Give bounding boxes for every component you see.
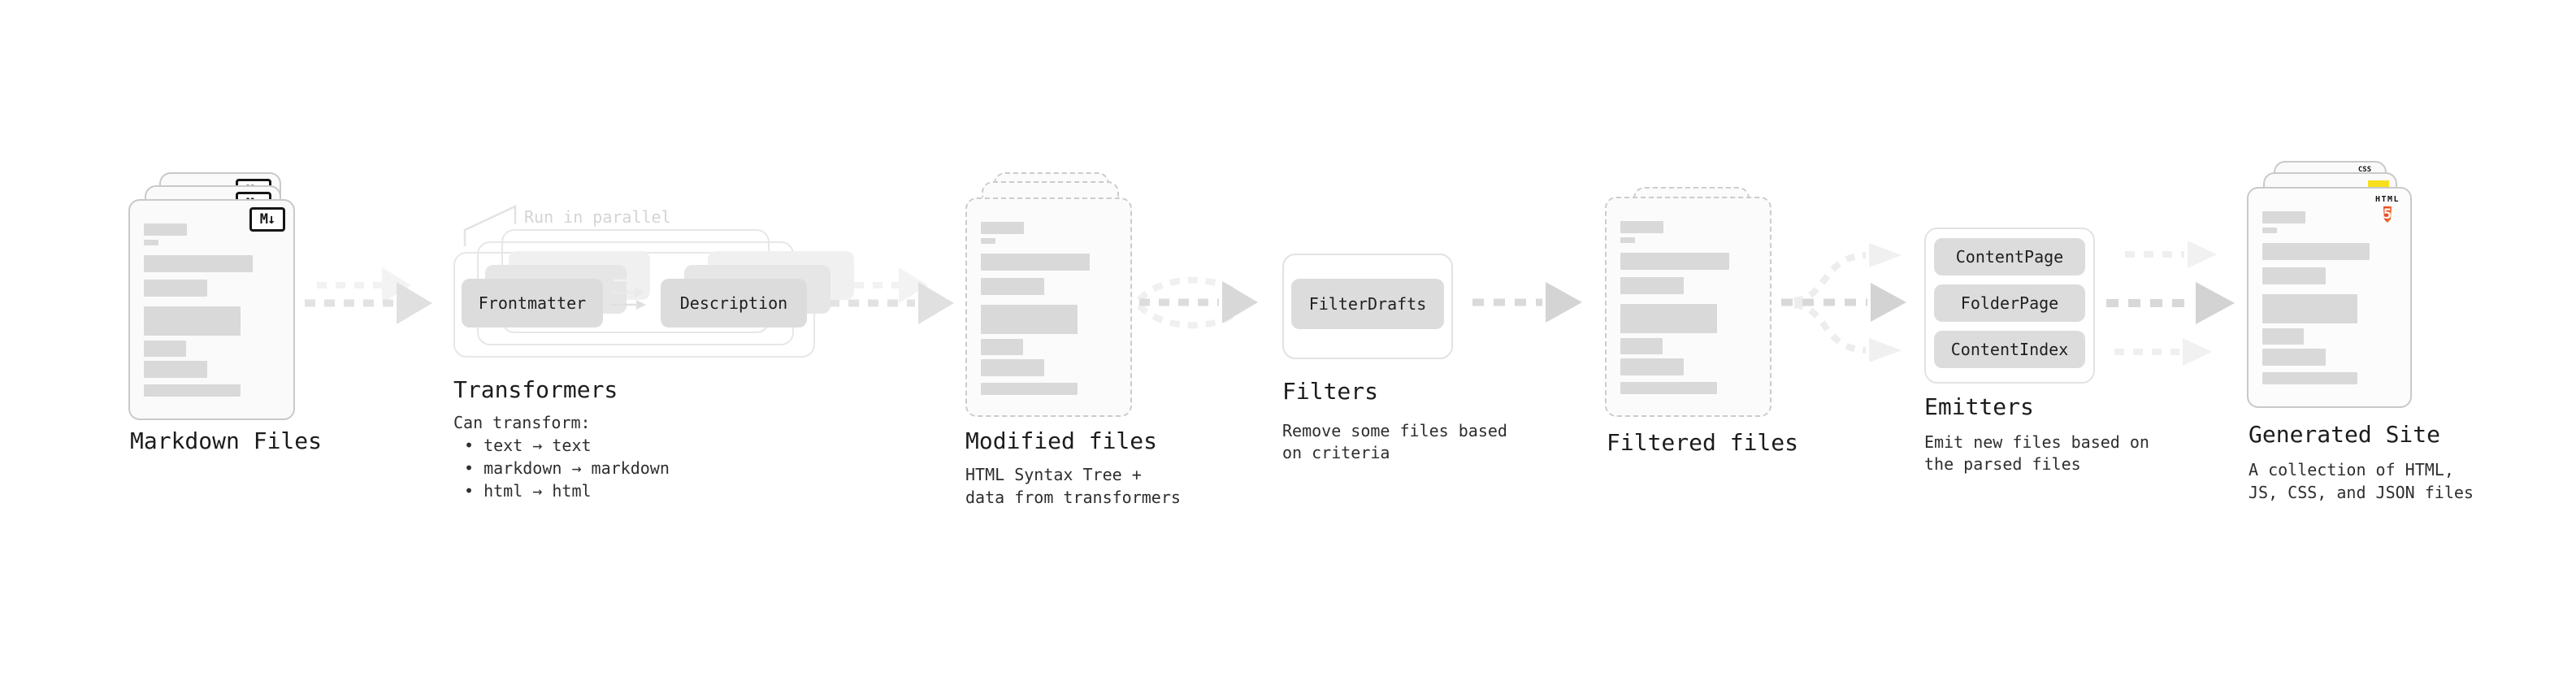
transform-bullet: • html → html	[464, 481, 592, 501]
filterdrafts-box: FilterDrafts	[1291, 279, 1444, 329]
content-bar	[981, 383, 1078, 395]
transform-bullet: • text → text	[464, 436, 592, 455]
content-bar	[1620, 338, 1663, 354]
contentpage-box: ContentPage	[1934, 238, 2085, 275]
content-bar	[2262, 211, 2305, 223]
generated-file-card-html: HTML 5	[2247, 187, 2412, 408]
content-bar	[2262, 267, 2326, 284]
desc-line: data from transformers	[965, 488, 1181, 507]
content-bar	[2262, 372, 2358, 384]
folderpage-box: FolderPage	[1934, 284, 2085, 322]
content-bar	[1620, 253, 1729, 270]
content-bar	[144, 340, 186, 357]
stage-filters: FilterDrafts Filters Remove some files b…	[1282, 254, 1534, 473]
desc-line: Emit new files based on	[1924, 432, 2149, 452]
stage-filtered-files: Filtered files	[1605, 187, 1816, 463]
file-content-placeholder	[1620, 221, 1756, 394]
arrow-filters-to-filtered	[1472, 282, 1582, 323]
markdown-file-card-front: M↓	[128, 199, 295, 420]
stage-emitters: ContentPage FolderPage ContentIndex Emit…	[1924, 228, 2168, 479]
stage-markdown-files: M↓ M↓ M↓ Markdown Files	[128, 161, 332, 486]
desc-line: HTML Syntax Tree +	[965, 465, 1142, 484]
frontmatter-box: Frontmatter	[462, 279, 603, 327]
stage-modified-files: Modified files HTML Syntax Tree + data f…	[965, 161, 1201, 518]
css-icon-label: CSS	[2357, 166, 2372, 174]
content-bar	[2262, 228, 2278, 233]
arrow-modified-to-filters	[1137, 276, 1258, 329]
stage-title-emitters: Emitters	[1924, 393, 2034, 420]
filtered-file-card-front	[1605, 197, 1772, 417]
stage-title-filtered-files: Filtered files	[1607, 429, 1799, 456]
content-bar	[1620, 382, 1717, 394]
transform-bullet: • markdown → markdown	[464, 458, 670, 478]
content-bar	[1620, 304, 1717, 333]
stage-generated-site: CSS HTML 5 Generated Site A collection o…	[2247, 161, 2491, 518]
content-bar	[144, 255, 253, 272]
html5-icon-shield: 5	[2383, 206, 2392, 223]
content-bar	[2262, 328, 2305, 345]
run-in-parallel-annotation: Run in parallel	[524, 207, 671, 227]
desc-line: A collection of HTML,	[2249, 460, 2454, 479]
stage-title-generated-site: Generated Site	[2249, 421, 2441, 448]
description-box: Description	[661, 279, 807, 327]
content-bar	[144, 240, 159, 245]
desc-line: JS, CSS, and JSON files	[2249, 483, 2474, 502]
content-bar	[981, 359, 1045, 376]
stage-title-modified-files: Modified files	[965, 427, 1158, 454]
contentindex-box: ContentIndex	[1934, 331, 2085, 368]
emitters-desc: Emit new files based on the parsed files	[1924, 432, 2149, 475]
html5-icon: HTML 5	[2373, 195, 2402, 226]
content-bar	[1620, 237, 1636, 243]
desc-line: Remove some files based	[1282, 421, 1507, 440]
content-bar	[144, 306, 241, 336]
generated-site-desc: A collection of HTML, JS, CSS, and JSON …	[2249, 458, 2474, 504]
content-bar	[1620, 221, 1664, 233]
file-content-placeholder	[981, 222, 1117, 395]
content-bar	[144, 361, 208, 378]
content-bar	[144, 223, 188, 236]
content-bar	[981, 222, 1025, 234]
content-bar	[981, 254, 1090, 271]
content-bar	[2262, 294, 2358, 323]
content-bar	[2262, 243, 2370, 260]
modified-files-desc: HTML Syntax Tree + data from transformer…	[965, 463, 1181, 509]
run-in-parallel-leader	[463, 205, 517, 246]
content-bar	[981, 339, 1023, 355]
stage-transformers: Run in parallel Frontmatter Description …	[443, 195, 854, 520]
stage-title-transformers: Transformers	[453, 376, 618, 403]
content-bar	[1620, 277, 1685, 294]
parallel-arrows-icon	[610, 275, 646, 310]
stage-title-markdown-files: Markdown Files	[130, 427, 323, 454]
transformers-bullets: • text → text • markdown → markdown • ht…	[464, 434, 670, 502]
markdown-icon: M↓	[249, 207, 285, 232]
arrow-markdown-to-transformers	[305, 267, 432, 324]
arrow-emitters-to-generated	[2106, 241, 2235, 366]
content-bar	[2262, 349, 2326, 366]
desc-line: on criteria	[1282, 443, 1390, 462]
modified-file-card-front	[965, 197, 1132, 417]
content-bar	[981, 278, 1045, 295]
stage-title-filters: Filters	[1282, 378, 1379, 405]
content-bar	[144, 384, 241, 397]
content-bar	[981, 238, 996, 244]
file-content-placeholder	[2262, 211, 2396, 384]
transformers-desc-heading: Can transform:	[453, 413, 591, 432]
content-bar	[1620, 358, 1685, 375]
content-bar	[144, 280, 208, 297]
file-content-placeholder	[144, 223, 280, 397]
html5-icon-label: HTML	[2374, 195, 2400, 204]
desc-line: the parsed files	[1924, 454, 2081, 474]
content-bar	[981, 305, 1078, 334]
filters-desc: Remove some files based on criteria	[1282, 420, 1507, 464]
arrow-filtered-to-emitters	[1781, 243, 1906, 362]
arrow-transformers-to-modified	[829, 267, 954, 324]
